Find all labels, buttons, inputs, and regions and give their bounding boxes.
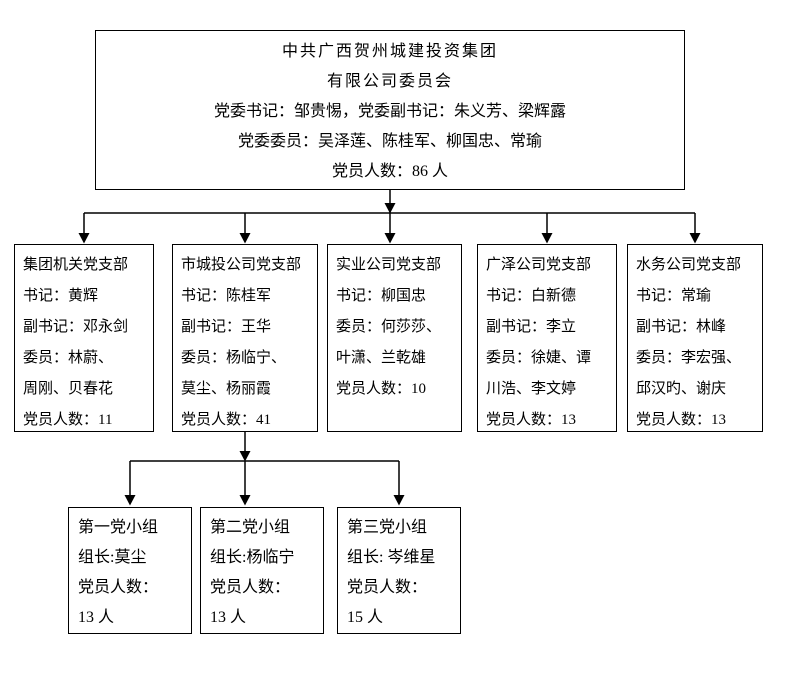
root-committee-box: 中共广西贺州城建投资集团 有限公司委员会 党委书记：邹贵惕，党委副书记：朱义芳、… bbox=[95, 30, 685, 190]
branch-secretary: 书记：柳国忠 bbox=[336, 288, 427, 304]
group-title: 第三党小组 bbox=[347, 519, 428, 536]
group-member-count-label: 党员人数： bbox=[210, 579, 291, 596]
branch-member-count: 党员人数：13 bbox=[636, 412, 727, 428]
group-box-second: 第二党小组 组长:杨临宁 党员人数： 13 人 bbox=[200, 507, 324, 634]
group-title: 第一党小组 bbox=[78, 519, 159, 536]
branch-members-line2: 莫尘、杨丽霞 bbox=[181, 381, 272, 397]
branch-members-line2: 叶潇、兰乾雄 bbox=[336, 350, 427, 366]
root-committee-members: 党委委员：吴泽莲、陈桂军、柳国忠、常瑜 bbox=[237, 133, 542, 150]
branch-title: 集团机关党支部 bbox=[23, 257, 129, 273]
branch-deputy-secretary: 副书记：王华 bbox=[181, 319, 272, 335]
branch-box-shuiwu: 水务公司党支部 书记：常瑜 副书记：林峰 委员：李宏强、 邱汉旳、谢庆 党员人数… bbox=[627, 244, 763, 432]
branch-box-shiye: 实业公司党支部 书记：柳国忠 委员：何莎莎、 叶潇、兰乾雄 党员人数：10 bbox=[327, 244, 462, 432]
group-member-count-label: 党员人数： bbox=[78, 579, 159, 596]
branch-title: 水务公司党支部 bbox=[636, 257, 742, 273]
branch-members-line2: 周刚、贝春花 bbox=[23, 381, 114, 397]
branch-member-count: 党员人数：13 bbox=[486, 412, 577, 428]
branch-secretary: 书记：白新德 bbox=[486, 288, 577, 304]
group-member-count-value: 13 人 bbox=[210, 609, 247, 626]
branch-title: 市城投公司党支部 bbox=[181, 257, 302, 273]
branch-member-count: 党员人数：41 bbox=[181, 412, 272, 428]
branch-secretary: 书记：常瑜 bbox=[636, 288, 712, 304]
branch-members-line1: 委员：林蔚、 bbox=[23, 350, 114, 366]
branch-deputy-secretary: 副书记：邓永剑 bbox=[23, 319, 129, 335]
branch-box-jituan-jiguan: 集团机关党支部 书记：黄辉 副书记：邓永剑 委员：林蔚、 周刚、贝春花 党员人数… bbox=[14, 244, 154, 432]
branch-members-line2: 邱汉旳、谢庆 bbox=[636, 381, 727, 397]
group-member-count-value: 15 人 bbox=[347, 609, 384, 626]
branch-members-line2: 川浩、李文婷 bbox=[486, 381, 577, 397]
branch-members-line1: 委员：何莎莎、 bbox=[336, 319, 442, 335]
org-title-line1: 中共广西贺州城建投资集团 bbox=[281, 43, 498, 60]
group-member-count-label: 党员人数： bbox=[347, 579, 428, 596]
root-secretaries: 党委书记：邹贵惕，党委副书记：朱义芳、梁辉露 bbox=[213, 103, 566, 120]
branch-title: 实业公司党支部 bbox=[336, 257, 442, 273]
branch-deputy-secretary: 副书记：李立 bbox=[486, 319, 577, 335]
group-leader: 组长:莫尘 bbox=[78, 549, 147, 566]
group-member-count-value: 13 人 bbox=[78, 609, 115, 626]
group-leader: 组长: 岑维星 bbox=[347, 549, 436, 566]
group-title: 第二党小组 bbox=[210, 519, 291, 536]
group-box-third: 第三党小组 组长: 岑维星 党员人数： 15 人 bbox=[337, 507, 461, 634]
org-title-line2: 有限公司委员会 bbox=[326, 73, 453, 90]
branch-members-line1: 委员：李宏强、 bbox=[636, 350, 742, 366]
branch-title: 广泽公司党支部 bbox=[486, 257, 592, 273]
branch-box-shichengtou: 市城投公司党支部 书记：陈桂军 副书记：王华 委员：杨临宁、 莫尘、杨丽霞 党员… bbox=[172, 244, 318, 432]
root-member-count: 党员人数：86 人 bbox=[331, 163, 448, 180]
branch-secretary: 书记：黄辉 bbox=[23, 288, 99, 304]
group-leader: 组长:杨临宁 bbox=[210, 549, 295, 566]
arrow-down-icons bbox=[78, 203, 701, 506]
branch-members-line1: 委员：杨临宁、 bbox=[181, 350, 287, 366]
branch-members-line1: 委员：徐婕、谭 bbox=[486, 350, 592, 366]
branch-deputy-secretary: 副书记：林峰 bbox=[636, 319, 727, 335]
branch-member-count: 党员人数：10 bbox=[336, 381, 427, 397]
group-box-first: 第一党小组 组长:莫尘 党员人数： 13 人 bbox=[68, 507, 192, 634]
branch-box-guangze: 广泽公司党支部 书记：白新德 副书记：李立 委员：徐婕、谭 川浩、李文婷 党员人… bbox=[477, 244, 617, 432]
branch-secretary: 书记：陈桂军 bbox=[181, 288, 272, 304]
branch-member-count: 党员人数：11 bbox=[23, 412, 113, 428]
